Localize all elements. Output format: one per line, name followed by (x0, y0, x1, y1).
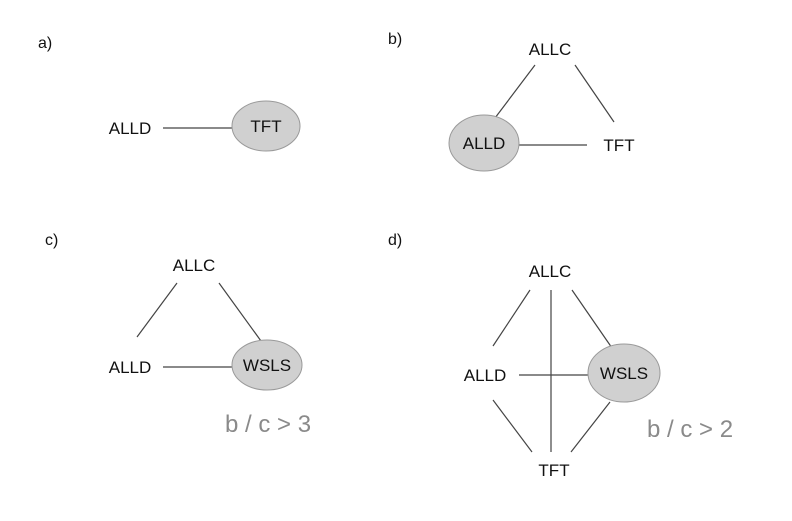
node-tft: TFT (603, 136, 634, 155)
node-allc: ALLC (529, 262, 572, 281)
node-alld: ALLD (109, 119, 152, 138)
edge-allc-wsls (218, 282, 262, 342)
condition-d: b / c > 2 (647, 416, 733, 443)
panel-c-label: c) (45, 232, 58, 249)
node-tft: TFT (538, 461, 569, 480)
edge-alld-tft (492, 399, 533, 453)
node-alld: ALLD (109, 358, 152, 377)
panel-c: c) ALLC ALLD WSLS b / c > 3 (45, 232, 311, 438)
edge-allc-alld (494, 64, 536, 119)
panel-d: d) ALLC ALLD WSLS TFT b / c > 2 (388, 232, 733, 480)
panel-b: b) ALLC ALLD TFT (388, 31, 635, 172)
panel-a-label: a) (38, 35, 52, 52)
edge-allc-wsls (571, 289, 613, 349)
highlight-node-alld (448, 114, 520, 172)
node-wsls: WSLS (243, 356, 291, 375)
highlight-node-wsls (587, 343, 661, 403)
edge-allc-alld (492, 289, 531, 347)
node-wsls: WSLS (600, 364, 648, 383)
edge-allc-alld (136, 282, 178, 338)
node-tft: TFT (250, 117, 281, 136)
node-allc: ALLC (173, 256, 216, 275)
condition-c: b / c > 3 (225, 411, 311, 438)
edge-wsls-tft (570, 401, 611, 453)
panel-a: a) ALLD TFT (38, 35, 301, 152)
node-alld: ALLD (464, 366, 507, 385)
node-alld: ALLD (463, 134, 506, 153)
panel-d-label: d) (388, 232, 402, 249)
highlight-node-wsls (231, 339, 303, 391)
highlight-node-tft (231, 100, 301, 152)
node-allc: ALLC (529, 40, 572, 59)
panel-b-label: b) (388, 31, 402, 48)
edge-allc-tft (574, 64, 615, 123)
